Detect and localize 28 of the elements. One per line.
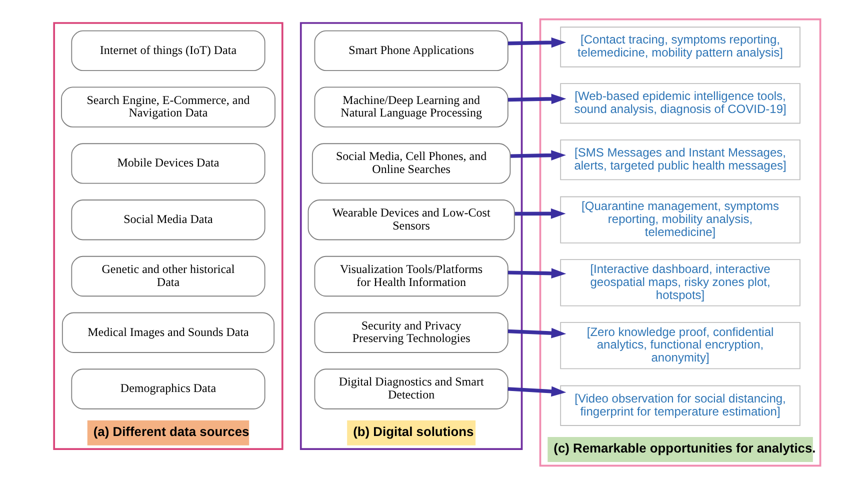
node-box: Smart Phone Applications	[314, 30, 508, 72]
arrow	[508, 386, 566, 397]
node-box: Search Engine, E-Commerce, and Navigation Data	[61, 86, 276, 128]
node-box: Digital Diagnostics and Smart Detection	[314, 368, 508, 410]
node-box: [Contact tracing, symptoms reporting, telemedicine, mobility pattern analysis]	[560, 26, 800, 68]
node-box: Visualization Tools/Platforms for Health Information	[314, 256, 508, 297]
node-box: [Interactive dashboard, interactive geospatial maps, risky zones plot, hotspots]	[560, 259, 800, 306]
node-box: Demographics Data	[71, 368, 266, 410]
node-box: Wearable Devices and Low-Cost Sensors	[308, 200, 515, 240]
arrow	[510, 150, 566, 160]
arrow	[514, 208, 566, 219]
arrow	[508, 94, 566, 104]
node-box: Social Media Data	[71, 200, 266, 240]
arrow	[508, 37, 566, 48]
node-box: [Zero knowledge proof, confidential analytics, functional encryption, anonymity]	[560, 322, 800, 370]
node-box: Social Media, Cell Phones, and Online Searches	[312, 143, 511, 184]
node-box: Security and Privacy Preserving Technologies	[314, 312, 508, 353]
node-box: [SMS Messages and Instant Messages, alerts, targeted public health messages]	[560, 139, 800, 180]
node-box: Genetic and other historical Data	[71, 256, 266, 297]
node-box: [Quarantine management, symptoms reporting, mobility analysis, telemedicine]	[560, 196, 800, 244]
node-box: Medical Images and Sounds Data	[62, 312, 275, 353]
node-box: Machine/Deep Learning and Natural Language Processing	[314, 86, 508, 128]
node-box: [Video observation for social distancing, fingerprint for temperature estimation]	[560, 385, 800, 426]
node-box: [Web-based epidemic intelligence tools, sound analysis, diagnosis of COVID-19]	[560, 83, 800, 124]
node-box: Mobile Devices Data	[71, 143, 266, 184]
node-box: Internet of things (IoT) Data	[71, 30, 266, 72]
arrow	[508, 268, 566, 279]
arrow	[508, 328, 566, 338]
